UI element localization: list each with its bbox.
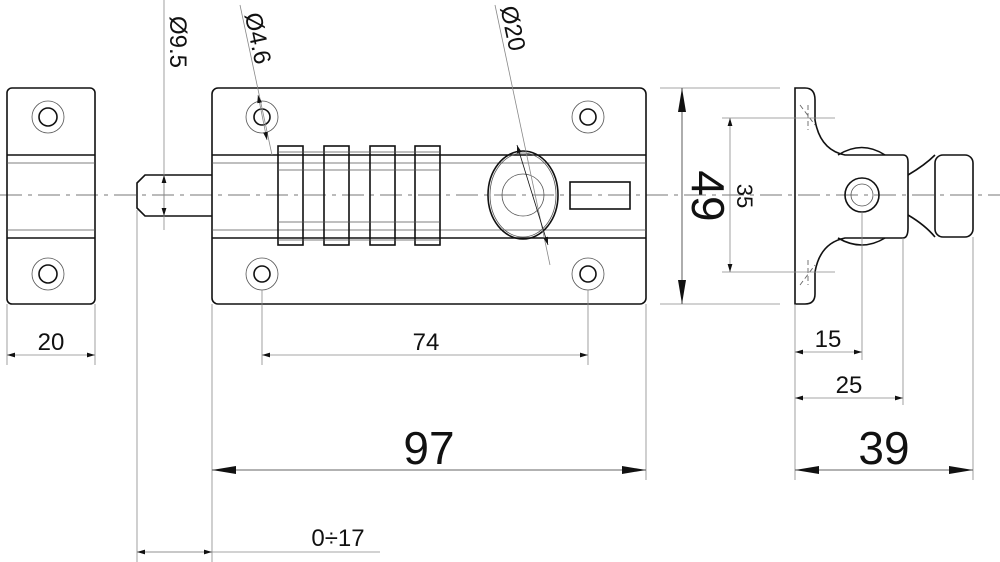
dim-label-15: 15 — [815, 326, 842, 353]
dim-label-25: 25 — [836, 372, 863, 399]
dim-label-35: 35 — [732, 184, 757, 208]
bolt-pin — [136, 174, 212, 217]
bolt-body-front-view — [211, 87, 647, 305]
dim-label-97: 97 — [403, 422, 454, 474]
dim-label-74: 74 — [413, 329, 440, 356]
dim-label-knob-diameter: Ø20 — [494, 3, 530, 53]
dim-label-travel: 0÷17 — [311, 525, 364, 552]
knurled-rings — [277, 145, 441, 246]
dim-label-bolt-diameter: Ø9.5 — [164, 16, 191, 68]
dim-label-39: 39 — [858, 422, 909, 474]
dim-label-49: 49 — [682, 170, 734, 221]
keeper-front-view — [6, 87, 96, 305]
dim-label-20: 20 — [38, 329, 65, 356]
side-view — [780, 87, 974, 305]
dim-label-hole-diameter: Ø4.6 — [239, 10, 276, 67]
extension-lines — [6, 0, 974, 562]
